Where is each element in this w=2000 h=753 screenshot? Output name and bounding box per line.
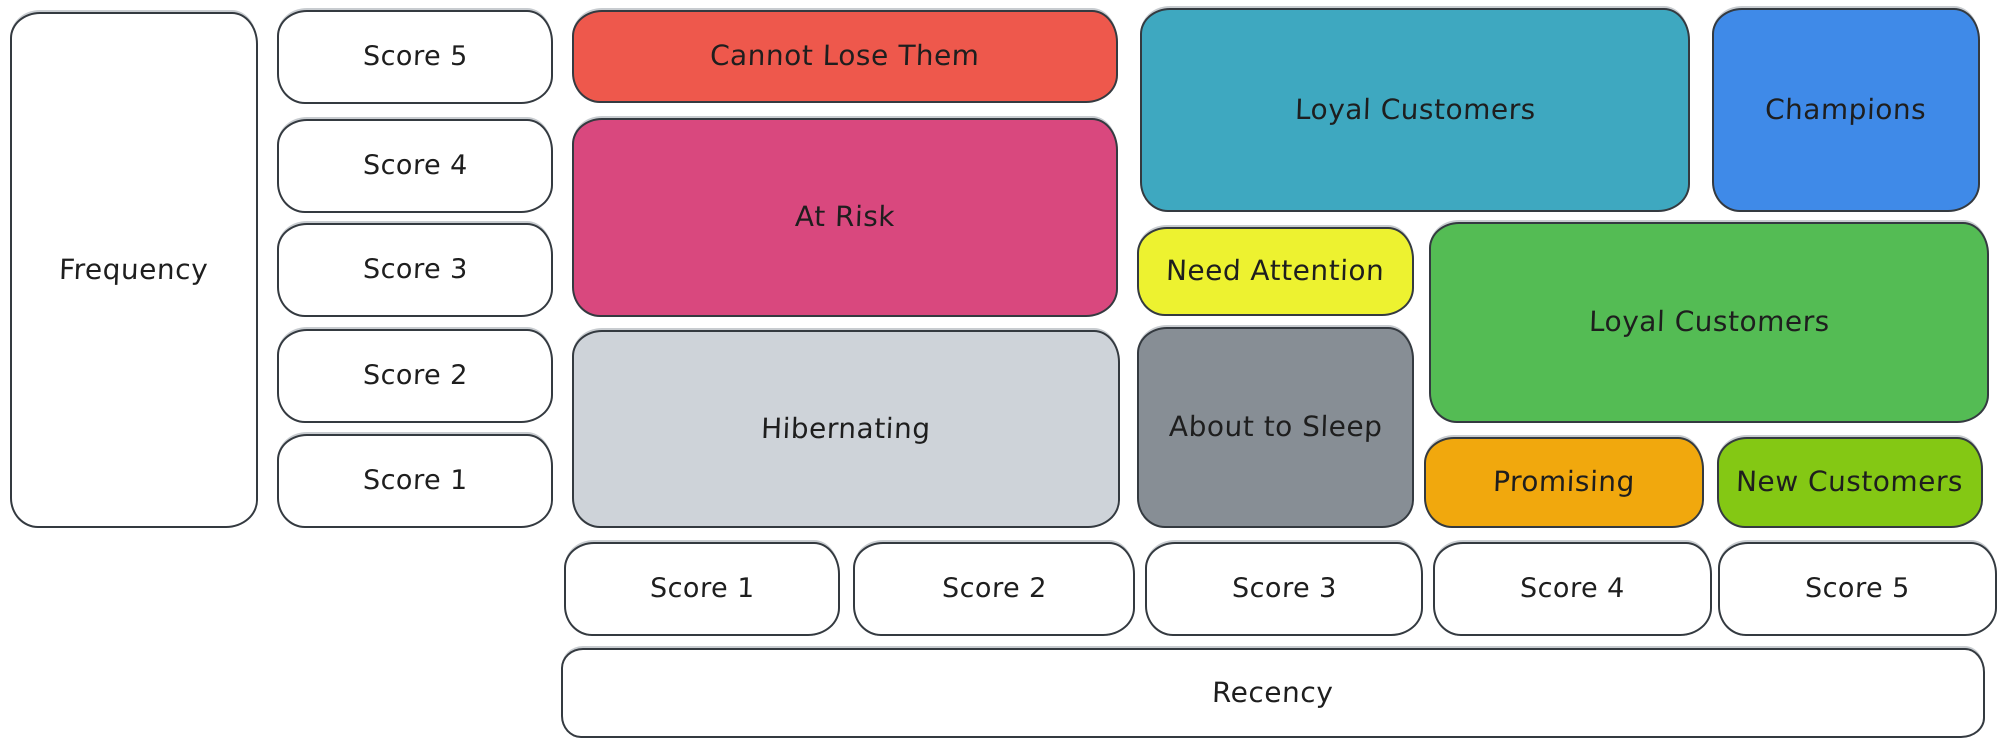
segment-about-to-sleep-label: About to Sleep <box>1168 410 1383 444</box>
segment-promising: Promising <box>1424 437 1704 528</box>
segment-loyal-customers-green-label: Loyal Customers <box>1588 305 1830 339</box>
segment-hibernating-label: Hibernating <box>760 411 932 445</box>
segment-about-to-sleep: About to Sleep <box>1137 327 1414 528</box>
segment-loyal-customers-green: Loyal Customers <box>1429 222 1989 423</box>
segment-need-attention-label: Need Attention <box>1165 254 1386 288</box>
segment-hibernating: Hibernating <box>572 330 1120 528</box>
recency-axis-label: Recency <box>1211 675 1335 709</box>
frequency-score-2-label: Score 2 <box>362 360 468 392</box>
recency-score-3-label: Score 3 <box>1231 573 1337 605</box>
segment-new-customers: New Customers <box>1717 437 1983 528</box>
recency-score-3-box: Score 3 <box>1145 542 1423 636</box>
segment-need-attention: Need Attention <box>1137 227 1414 316</box>
segment-cannot-lose-them-label: Cannot Lose Them <box>709 39 981 73</box>
frequency-score-1-box: Score 1 <box>277 434 553 528</box>
segment-at-risk-label: At Risk <box>794 200 896 234</box>
frequency-score-5-label: Score 5 <box>362 41 468 73</box>
frequency-score-3-box: Score 3 <box>277 223 553 317</box>
recency-score-5-box: Score 5 <box>1718 542 1997 636</box>
segment-loyal-customers-teal-label: Loyal Customers <box>1294 92 1536 126</box>
frequency-score-1-label: Score 1 <box>362 465 468 497</box>
recency-score-5-label: Score 5 <box>1804 573 1911 605</box>
segment-at-risk: At Risk <box>572 118 1118 317</box>
segment-promising-label: Promising <box>1492 465 1636 499</box>
recency-score-1-box: Score 1 <box>564 542 840 636</box>
recency-score-2-box: Score 2 <box>853 542 1135 636</box>
frequency-axis-label-box: Frequency <box>10 12 258 528</box>
recency-score-1-label: Score 1 <box>649 573 755 605</box>
recency-axis-label-box: Recency <box>561 648 1985 738</box>
segment-champions: Champions <box>1712 8 1980 212</box>
frequency-score-3-label: Score 3 <box>362 254 468 286</box>
segment-champions-label: Champions <box>1764 92 1928 126</box>
segment-new-customers-label: New Customers <box>1735 465 1965 499</box>
segment-cannot-lose-them: Cannot Lose Them <box>572 10 1118 103</box>
frequency-axis-label: Frequency <box>58 252 210 286</box>
frequency-score-5-box: Score 5 <box>277 10 553 104</box>
recency-score-2-label: Score 2 <box>941 573 1047 605</box>
segment-loyal-customers-teal: Loyal Customers <box>1140 8 1690 212</box>
recency-score-4-box: Score 4 <box>1433 542 1712 636</box>
frequency-score-4-box: Score 4 <box>277 119 553 213</box>
frequency-score-2-box: Score 2 <box>277 329 553 423</box>
frequency-score-4-label: Score 4 <box>362 150 468 182</box>
recency-score-4-label: Score 4 <box>1519 573 1626 605</box>
